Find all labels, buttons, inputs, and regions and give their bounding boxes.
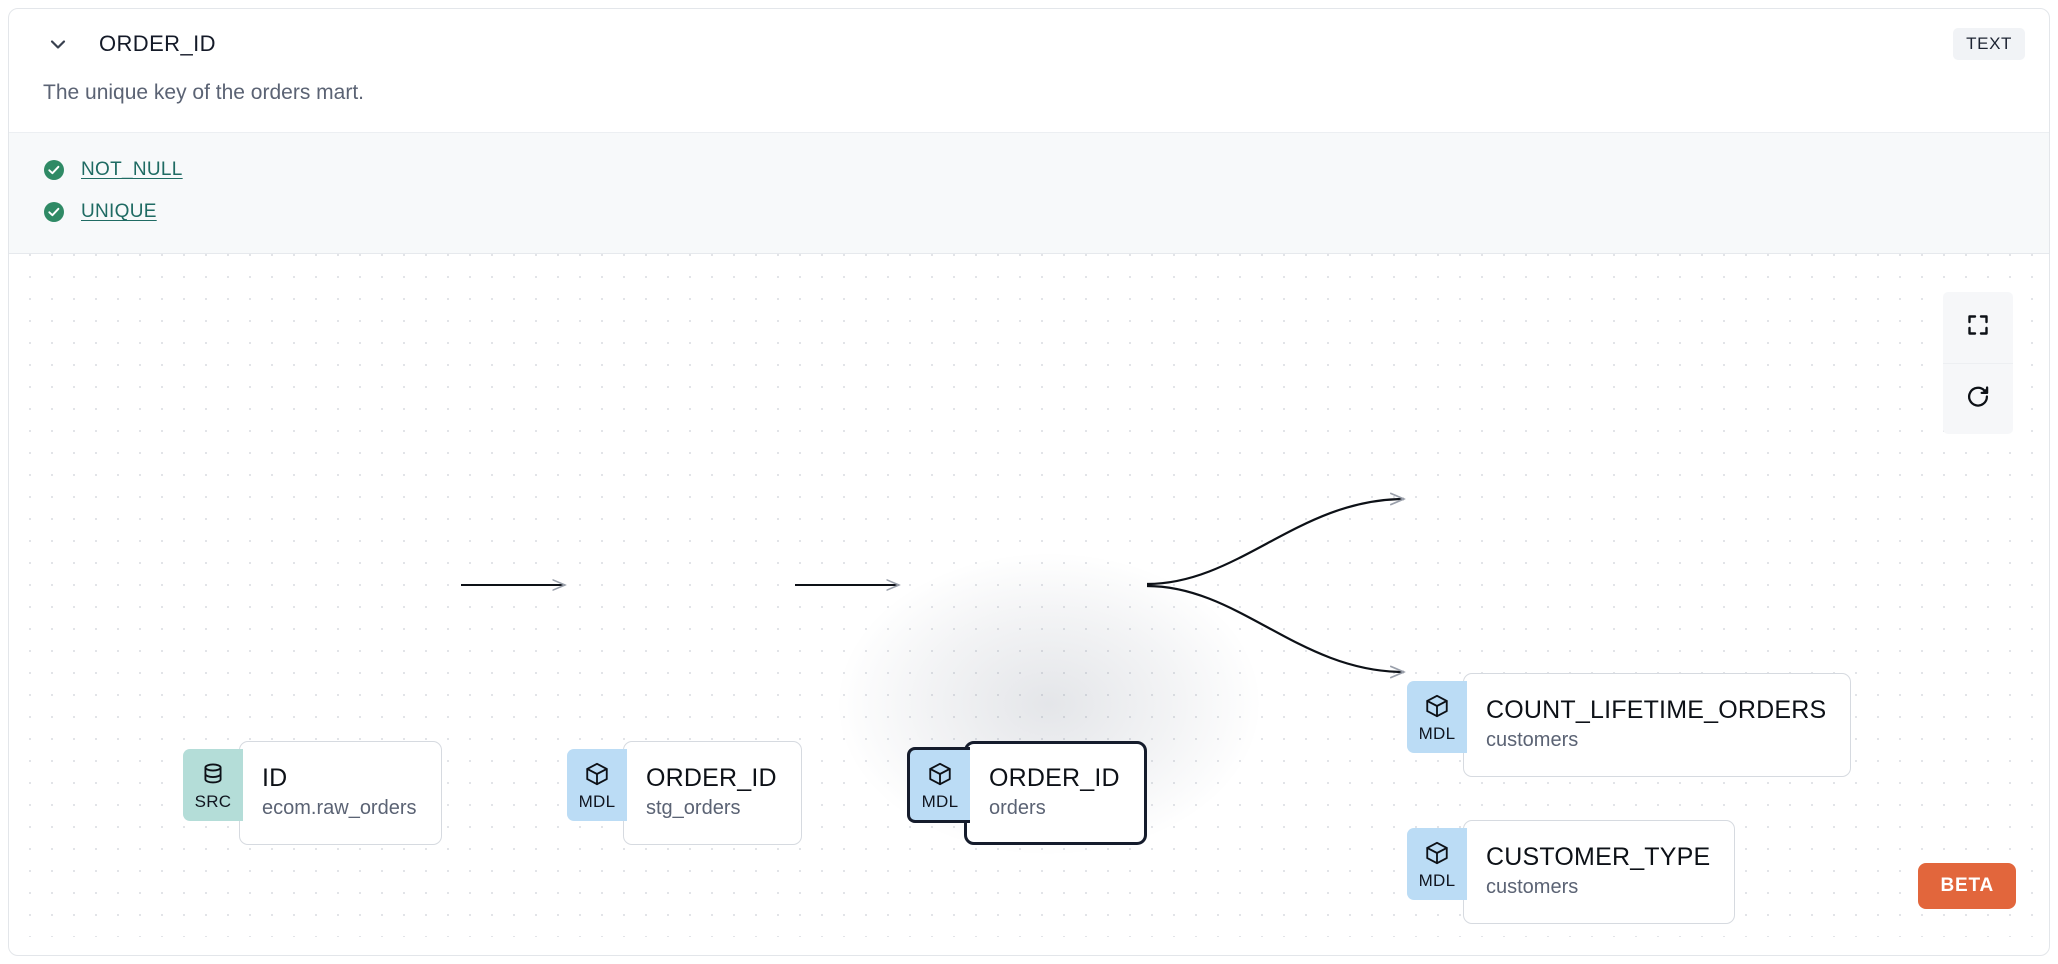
node-badge-mdl: MDL xyxy=(907,747,970,824)
lineage-node-src-id[interactable]: SRC ID ecom.raw_orders xyxy=(183,741,442,846)
cube-icon xyxy=(927,761,953,792)
node-badge-label: MDL xyxy=(578,791,616,811)
test-row[interactable]: NOT_NULL xyxy=(43,149,2015,191)
node-badge-label: SRC xyxy=(194,791,232,811)
node-badge-label: MDL xyxy=(921,791,959,811)
edge-orders-to-customer-type xyxy=(1146,585,1404,672)
node-badge-label: MDL xyxy=(1418,723,1456,743)
node-badge-mdl: MDL xyxy=(1407,681,1467,754)
lineage-node-mdl-orders[interactable]: MDL ORDER_ID orders xyxy=(907,741,1147,846)
test-link-not-null[interactable]: NOT_NULL xyxy=(81,159,183,181)
node-badge-label: MDL xyxy=(1418,870,1456,890)
lineage-node-mdl-count-lifetime-orders[interactable]: MDL COUNT_LIFETIME_ORDERS customers xyxy=(1407,673,1852,778)
test-row[interactable]: UNIQUE xyxy=(43,191,2015,233)
collapse-toggle-button[interactable] xyxy=(43,29,73,59)
node-subtitle: stg_orders xyxy=(646,797,741,820)
refresh-button[interactable] xyxy=(1943,363,2013,434)
chevron-down-icon xyxy=(46,32,70,56)
node-name: CUSTOMER_TYPE xyxy=(1486,843,1711,872)
canvas-controls xyxy=(1943,292,2013,435)
cube-icon xyxy=(1424,840,1450,871)
node-name: ID xyxy=(262,764,288,793)
panel-header: ORDER_ID TEXT xyxy=(9,9,2049,79)
cube-icon xyxy=(1424,693,1450,724)
node-card[interactable]: ID ecom.raw_orders xyxy=(239,741,442,846)
node-subtitle: orders xyxy=(989,797,1046,820)
node-card[interactable]: ORDER_ID stg_orders xyxy=(623,741,802,846)
node-card[interactable]: COUNT_LIFETIME_ORDERS customers xyxy=(1463,673,1852,778)
node-badge-mdl: MDL xyxy=(1407,828,1467,901)
beta-badge[interactable]: BETA xyxy=(1918,863,2016,910)
lineage-canvas[interactable]: SRC ID ecom.raw_orders MDL ORDE xyxy=(9,254,2049,938)
edge-orders-to-count-lifetime xyxy=(1146,499,1404,586)
database-icon xyxy=(200,761,226,792)
node-subtitle: customers xyxy=(1486,729,1579,752)
node-subtitle: ecom.raw_orders xyxy=(262,797,417,820)
node-badge-mdl: MDL xyxy=(567,749,627,822)
fullscreen-button[interactable] xyxy=(1943,292,2013,363)
lineage-node-mdl-customer-type[interactable]: MDL CUSTOMER_TYPE customers xyxy=(1407,820,1736,925)
node-badge-src: SRC xyxy=(183,749,243,822)
node-card[interactable]: ORDER_ID orders xyxy=(964,741,1147,846)
node-name: ORDER_ID xyxy=(646,764,777,793)
check-circle-icon xyxy=(43,159,65,181)
data-type-badge: TEXT xyxy=(1953,28,2025,60)
column-description: The unique key of the orders mart. xyxy=(43,81,364,104)
fullscreen-icon xyxy=(1966,313,1990,342)
node-name: COUNT_LIFETIME_ORDERS xyxy=(1486,696,1827,725)
check-circle-icon xyxy=(43,201,65,223)
cube-icon xyxy=(584,761,610,792)
tests-section: NOT_NULL UNIQUE xyxy=(9,132,2049,255)
node-subtitle: customers xyxy=(1486,876,1579,899)
node-name: ORDER_ID xyxy=(989,764,1120,793)
refresh-icon xyxy=(1965,384,1991,415)
test-link-unique[interactable]: UNIQUE xyxy=(81,201,157,223)
column-detail-panel: ORDER_ID TEXT The unique key of the orde… xyxy=(8,8,2050,956)
page-title: ORDER_ID xyxy=(99,31,216,56)
node-card[interactable]: CUSTOMER_TYPE customers xyxy=(1463,820,1736,925)
lineage-node-mdl-stg-orders[interactable]: MDL ORDER_ID stg_orders xyxy=(567,741,802,846)
